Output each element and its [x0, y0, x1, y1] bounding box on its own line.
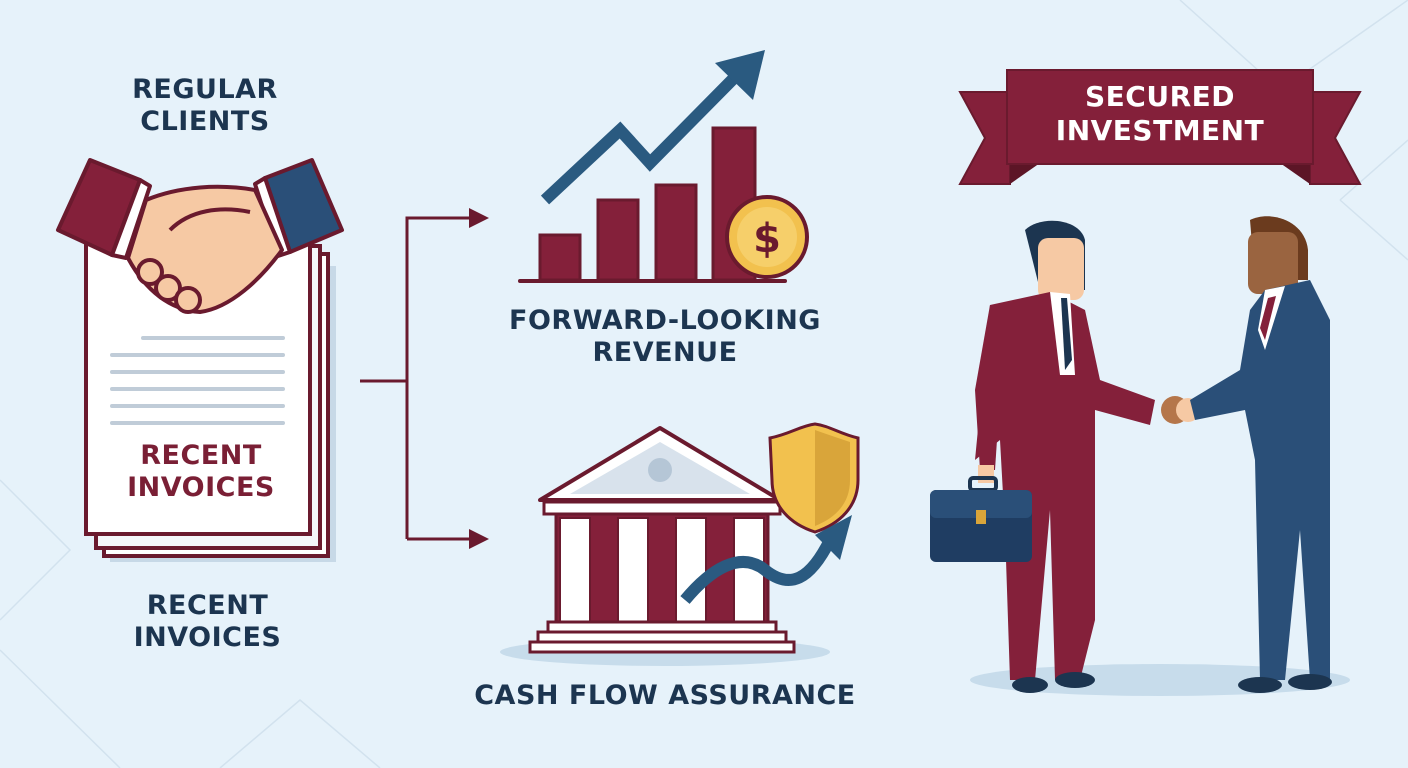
forward-looking-revenue-label: FORWARD-LOOKING REVENUE	[509, 305, 821, 369]
handshake-icon	[56, 158, 344, 314]
shield-icon	[768, 422, 860, 534]
bank-building-icon	[500, 422, 860, 666]
briefcase-icon	[930, 476, 1032, 562]
svg-text:$: $	[753, 216, 781, 262]
businessmen-handshake-icon	[930, 216, 1350, 696]
branch-arrow-icon	[360, 208, 489, 549]
dollar-coin-icon: $	[725, 195, 809, 279]
regular-clients-title: REGULAR CLIENTS	[132, 74, 278, 138]
recent-invoices-caption: RECENT INVOICES	[133, 590, 282, 654]
ribbon-banner-icon	[958, 69, 1362, 185]
bar-chart-icon: $	[518, 50, 809, 283]
invoice-document-label: RECENT INVOICES	[127, 440, 275, 504]
curved-arrow-icon	[680, 515, 852, 604]
secured-investment-banner-text: SECURED INVESTMENT	[1055, 80, 1265, 147]
cash-flow-assurance-label: CASH FLOW ASSURANCE	[474, 680, 856, 711]
trend-arrow-icon	[540, 50, 765, 205]
